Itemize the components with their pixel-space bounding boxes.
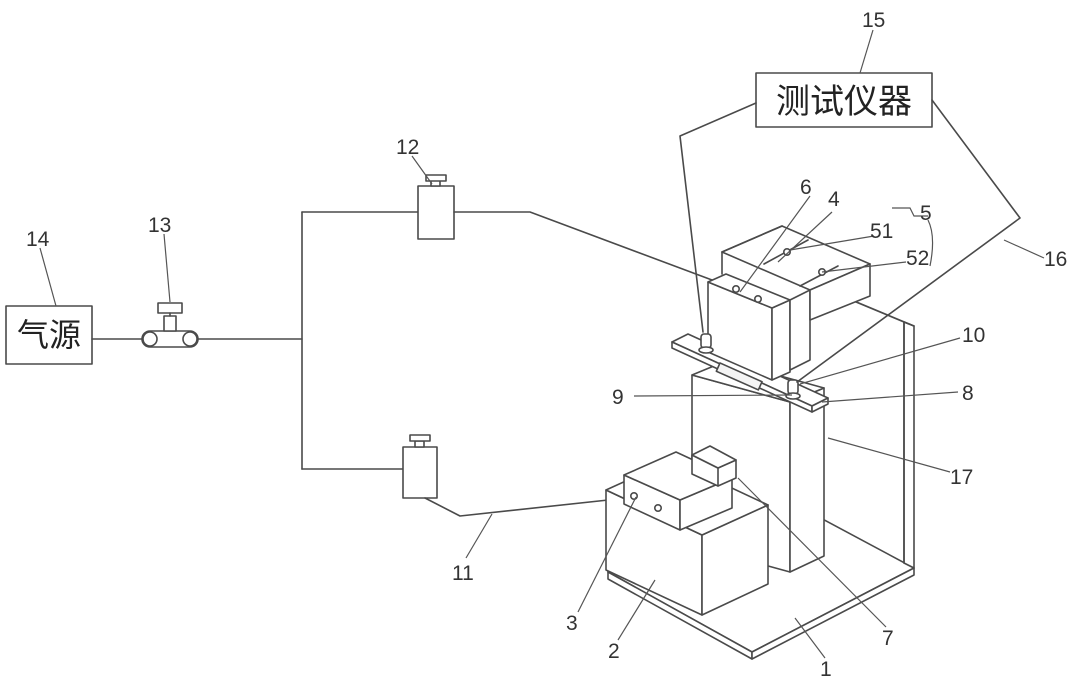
callout-4: 4 — [828, 188, 840, 211]
test-instrument-label: 测试仪器 — [776, 82, 912, 122]
air-source-label: 气源 — [17, 316, 81, 354]
callout-3: 3 — [566, 612, 578, 635]
lower-regulator — [402, 434, 438, 499]
callout-8: 8 — [962, 382, 974, 405]
lower-test-box — [623, 451, 733, 531]
callout-15: 15 — [862, 9, 885, 32]
callout-numbers: 1 2 3 4 5 51 52 6 7 8 9 10 11 12 13 14 1… — [26, 9, 1067, 681]
test-instrument-box: 测试仪器 — [755, 72, 933, 128]
back-frame — [819, 286, 915, 569]
callout-14: 14 — [26, 228, 50, 251]
callout-13: 13 — [148, 214, 171, 237]
probe-51 — [763, 239, 809, 265]
upper-test-box — [707, 273, 791, 381]
leader-lines — [39, 29, 1045, 659]
lower-air-line-11 — [424, 496, 637, 517]
callout-7: 7 — [882, 627, 894, 650]
instrument-wire-right — [796, 99, 1021, 383]
callout-51: 51 — [870, 220, 893, 243]
pressure-valve — [141, 302, 199, 348]
upper-regulator — [417, 174, 455, 240]
callout-10: 10 — [962, 324, 985, 347]
callout-52: 52 — [906, 247, 929, 270]
callout-16: 16 — [1044, 248, 1067, 271]
callout-12: 12 — [396, 136, 419, 159]
upper-air-line — [453, 211, 713, 281]
cover-block — [721, 225, 871, 371]
clamp-block — [691, 445, 737, 487]
callout-17: 17 — [950, 466, 973, 489]
callout-6: 6 — [800, 176, 812, 199]
callout-1: 1 — [820, 658, 832, 681]
instrument-wire-left — [679, 102, 757, 333]
electrode-right — [785, 379, 801, 400]
callout-5: 5 — [920, 202, 932, 225]
callout-9: 9 — [612, 386, 624, 409]
electrode-left — [698, 333, 714, 354]
callout-11: 11 — [452, 562, 474, 585]
callout-2: 2 — [608, 640, 620, 663]
air-source-box: 气源 — [5, 305, 93, 365]
